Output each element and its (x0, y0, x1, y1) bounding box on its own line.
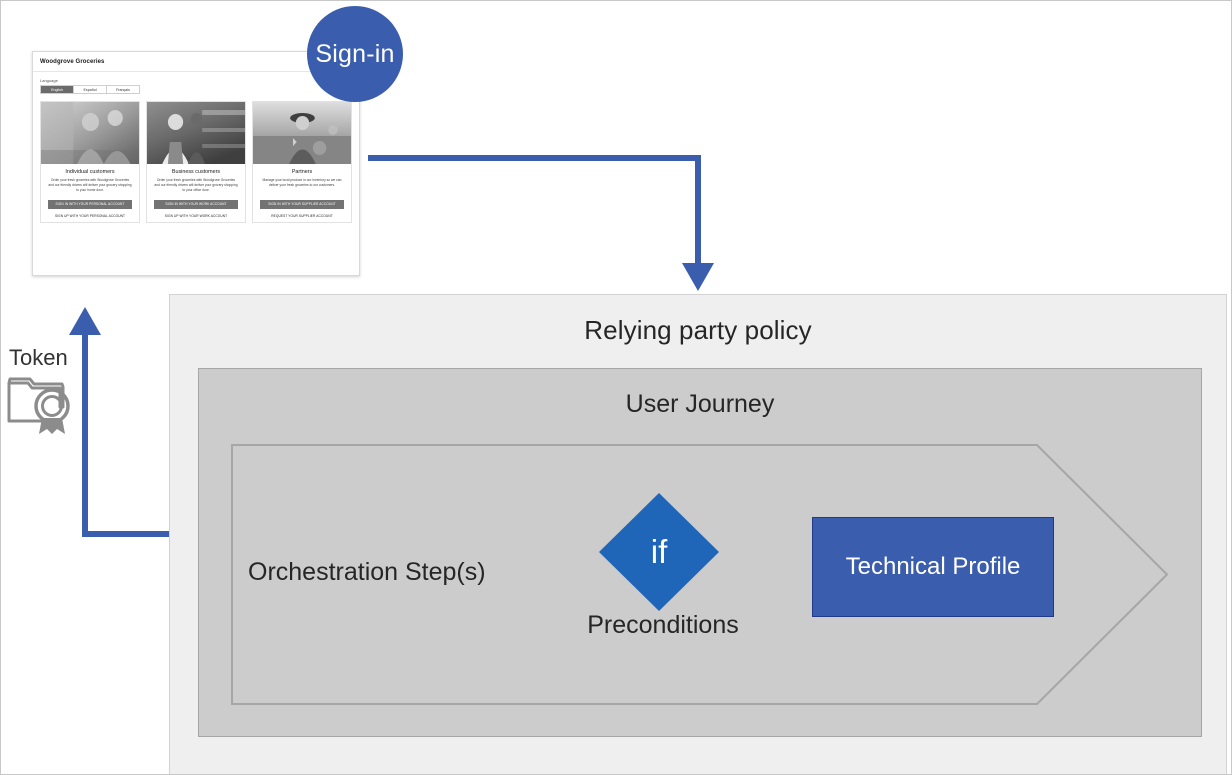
token-certificate-icon (6, 373, 76, 435)
signup-work-account-link[interactable]: SIGN UP WITH YOUR WORK ACCOUNT (164, 214, 228, 218)
arrow-policy-to-token (69, 307, 169, 537)
technical-profile-box: Technical Profile (812, 517, 1054, 617)
orchestration-steps-label: Orchestration Step(s) (248, 558, 486, 586)
card-business-customers: Business customers Order your fresh groc… (146, 101, 246, 223)
signin-label: Sign-in (315, 39, 395, 68)
signin-personal-account-button[interactable]: SIGN IN WITH YOUR PERSONAL ACCOUNT (48, 200, 132, 209)
language-selector[interactable]: English Español Français (40, 85, 140, 94)
signin-supplier-account-button[interactable]: SIGN IN WITH YOUR SUPPLIER ACCOUNT (260, 200, 344, 209)
signin-badge: Sign-in (307, 6, 403, 102)
card-description: Manage your local produce in our invento… (262, 178, 342, 188)
browser-body: Language English Español Français (33, 72, 359, 223)
card-description: Order your fresh groceries with Woodgrov… (154, 178, 238, 193)
language-option-francais[interactable]: Français (116, 87, 130, 92)
account-type-card-list: Individual customers Order your fresh gr… (40, 101, 352, 223)
shopper-photo (41, 102, 139, 164)
language-option-espanol[interactable]: Español (74, 86, 107, 93)
if-decision-diamond: if (599, 493, 719, 611)
signup-personal-account-link[interactable]: SIGN UP WITH YOUR PERSONAL ACCOUNT (54, 214, 126, 218)
card-title: Business customers (171, 169, 221, 175)
store-clerk-photo (147, 102, 245, 164)
signin-work-account-button[interactable]: SIGN IN WITH YOUR WORK ACCOUNT (154, 200, 238, 209)
orchestration-steps-chevron (231, 444, 1168, 705)
site-brand-title: Woodgrove Groceries (40, 58, 105, 65)
relying-party-policy-title: Relying party policy (584, 315, 812, 345)
browser-header: Woodgrove Groceries (33, 52, 359, 72)
arrow-signin-to-policy (368, 155, 714, 291)
card-individual-customers: Individual customers Order your fresh gr… (40, 101, 140, 223)
card-title: Partners (291, 169, 313, 175)
preconditions-label: Preconditions (587, 611, 739, 639)
language-label: Language (40, 78, 58, 83)
language-option-english[interactable]: English (41, 86, 74, 93)
request-supplier-account-link[interactable]: REQUEST YOUR SUPPLIER ACCOUNT (271, 214, 333, 218)
card-title: Individual customers (65, 169, 115, 175)
technical-profile-label: Technical Profile (845, 553, 1021, 580)
user-journey-title: User Journey (625, 390, 775, 418)
card-description: Order your fresh groceries with Woodgrov… (48, 178, 132, 193)
woodgrove-groceries-browser-window: Woodgrove Groceries Language English Esp… (32, 51, 360, 276)
farmer-photo (253, 102, 351, 164)
token-label: Token (9, 345, 68, 370)
card-partners: Partners Manage your local produce in ou… (252, 101, 352, 223)
